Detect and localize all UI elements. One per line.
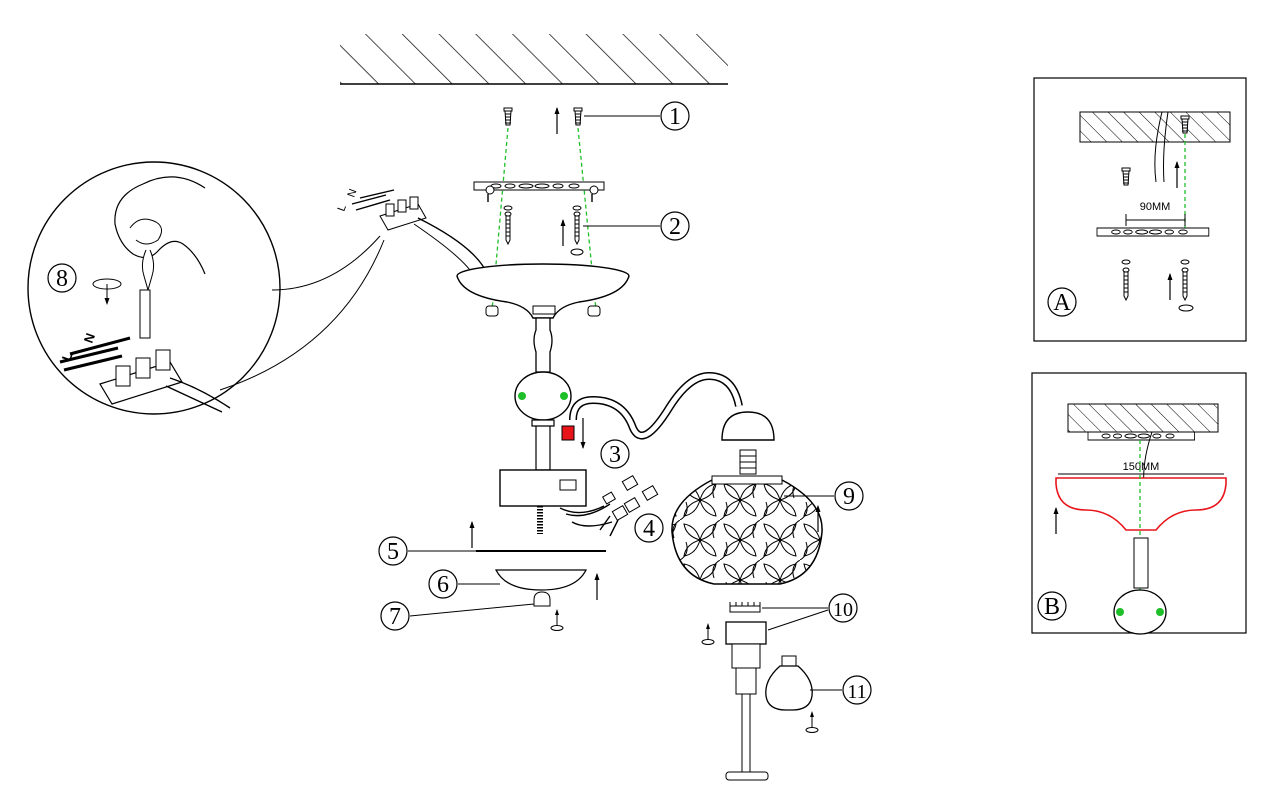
central-stem: [499, 317, 587, 534]
callout-8: 8: [47, 263, 77, 293]
svg-text:2: 2: [669, 214, 681, 240]
svg-text:5: 5: [387, 539, 399, 565]
svg-text:9: 9: [843, 484, 855, 510]
svg-text:3: 3: [609, 442, 621, 468]
ground-icon: [701, 622, 715, 645]
finial-nut: [409, 591, 564, 631]
svg-text:10: 10: [833, 599, 853, 621]
svg-text:150MM: 150MM: [1123, 461, 1160, 473]
callout-5: 5: [378, 536, 408, 566]
ground-icon: [805, 710, 819, 733]
canopy: [456, 263, 630, 319]
mounting-plate: [473, 181, 605, 202]
callout-4: 4: [634, 513, 664, 543]
wiring-magnifier: L N: [27, 161, 385, 415]
shade-ring-and-socket: [701, 602, 829, 781]
arm-connector-highlight: [561, 425, 575, 441]
svg-text:11: 11: [847, 681, 866, 703]
svg-text:L: L: [336, 203, 349, 213]
inset-b: 150MM B: [1031, 372, 1247, 635]
cover-cup: [458, 569, 601, 601]
callout-2: 2: [660, 211, 690, 241]
svg-text:4: 4: [643, 516, 655, 542]
callout-11: 11: [842, 675, 872, 705]
svg-text:1: 1: [669, 104, 681, 130]
arrow-down-icon: [580, 442, 586, 449]
arrow-up-icon: [593, 572, 601, 601]
arrow-up-icon: [468, 520, 476, 549]
lamp-arm: [561, 371, 743, 449]
svg-text:A: A: [1053, 290, 1071, 316]
ceiling-screws: [503, 106, 660, 135]
bulb-icon: [765, 655, 842, 733]
arrow-up-icon: [559, 218, 567, 247]
callout-7: 7: [380, 601, 410, 631]
canopy-highlight: [1055, 477, 1227, 531]
callout-10: 10: [828, 593, 858, 623]
svg-text:6: 6: [437, 572, 449, 598]
plate-screws: [503, 205, 660, 256]
screw-icon: [503, 107, 513, 126]
decorative-plate: [408, 520, 606, 552]
inset-a: 90MM A: [1033, 77, 1247, 342]
ceiling: [340, 34, 728, 85]
ground-icon: [550, 608, 564, 631]
wire-connectors: [559, 474, 659, 537]
terminal-block-top: L N: [336, 187, 489, 277]
lampholder: [721, 411, 775, 475]
svg-text:90MM: 90MM: [1140, 201, 1171, 213]
svg-text:8: 8: [56, 266, 68, 292]
glass-shade: [671, 475, 834, 585]
svg-text:N: N: [346, 187, 360, 199]
screw-icon: [573, 107, 583, 126]
arrow-up-icon: [553, 106, 561, 135]
callout-6: 6: [428, 569, 458, 599]
svg-text:7: 7: [389, 604, 401, 630]
callout-9: 9: [834, 481, 864, 511]
callout-3: 3: [600, 439, 630, 469]
svg-text:B: B: [1044, 594, 1060, 620]
callout-1: 1: [660, 101, 690, 131]
alignment-guides: [491, 127, 597, 311]
